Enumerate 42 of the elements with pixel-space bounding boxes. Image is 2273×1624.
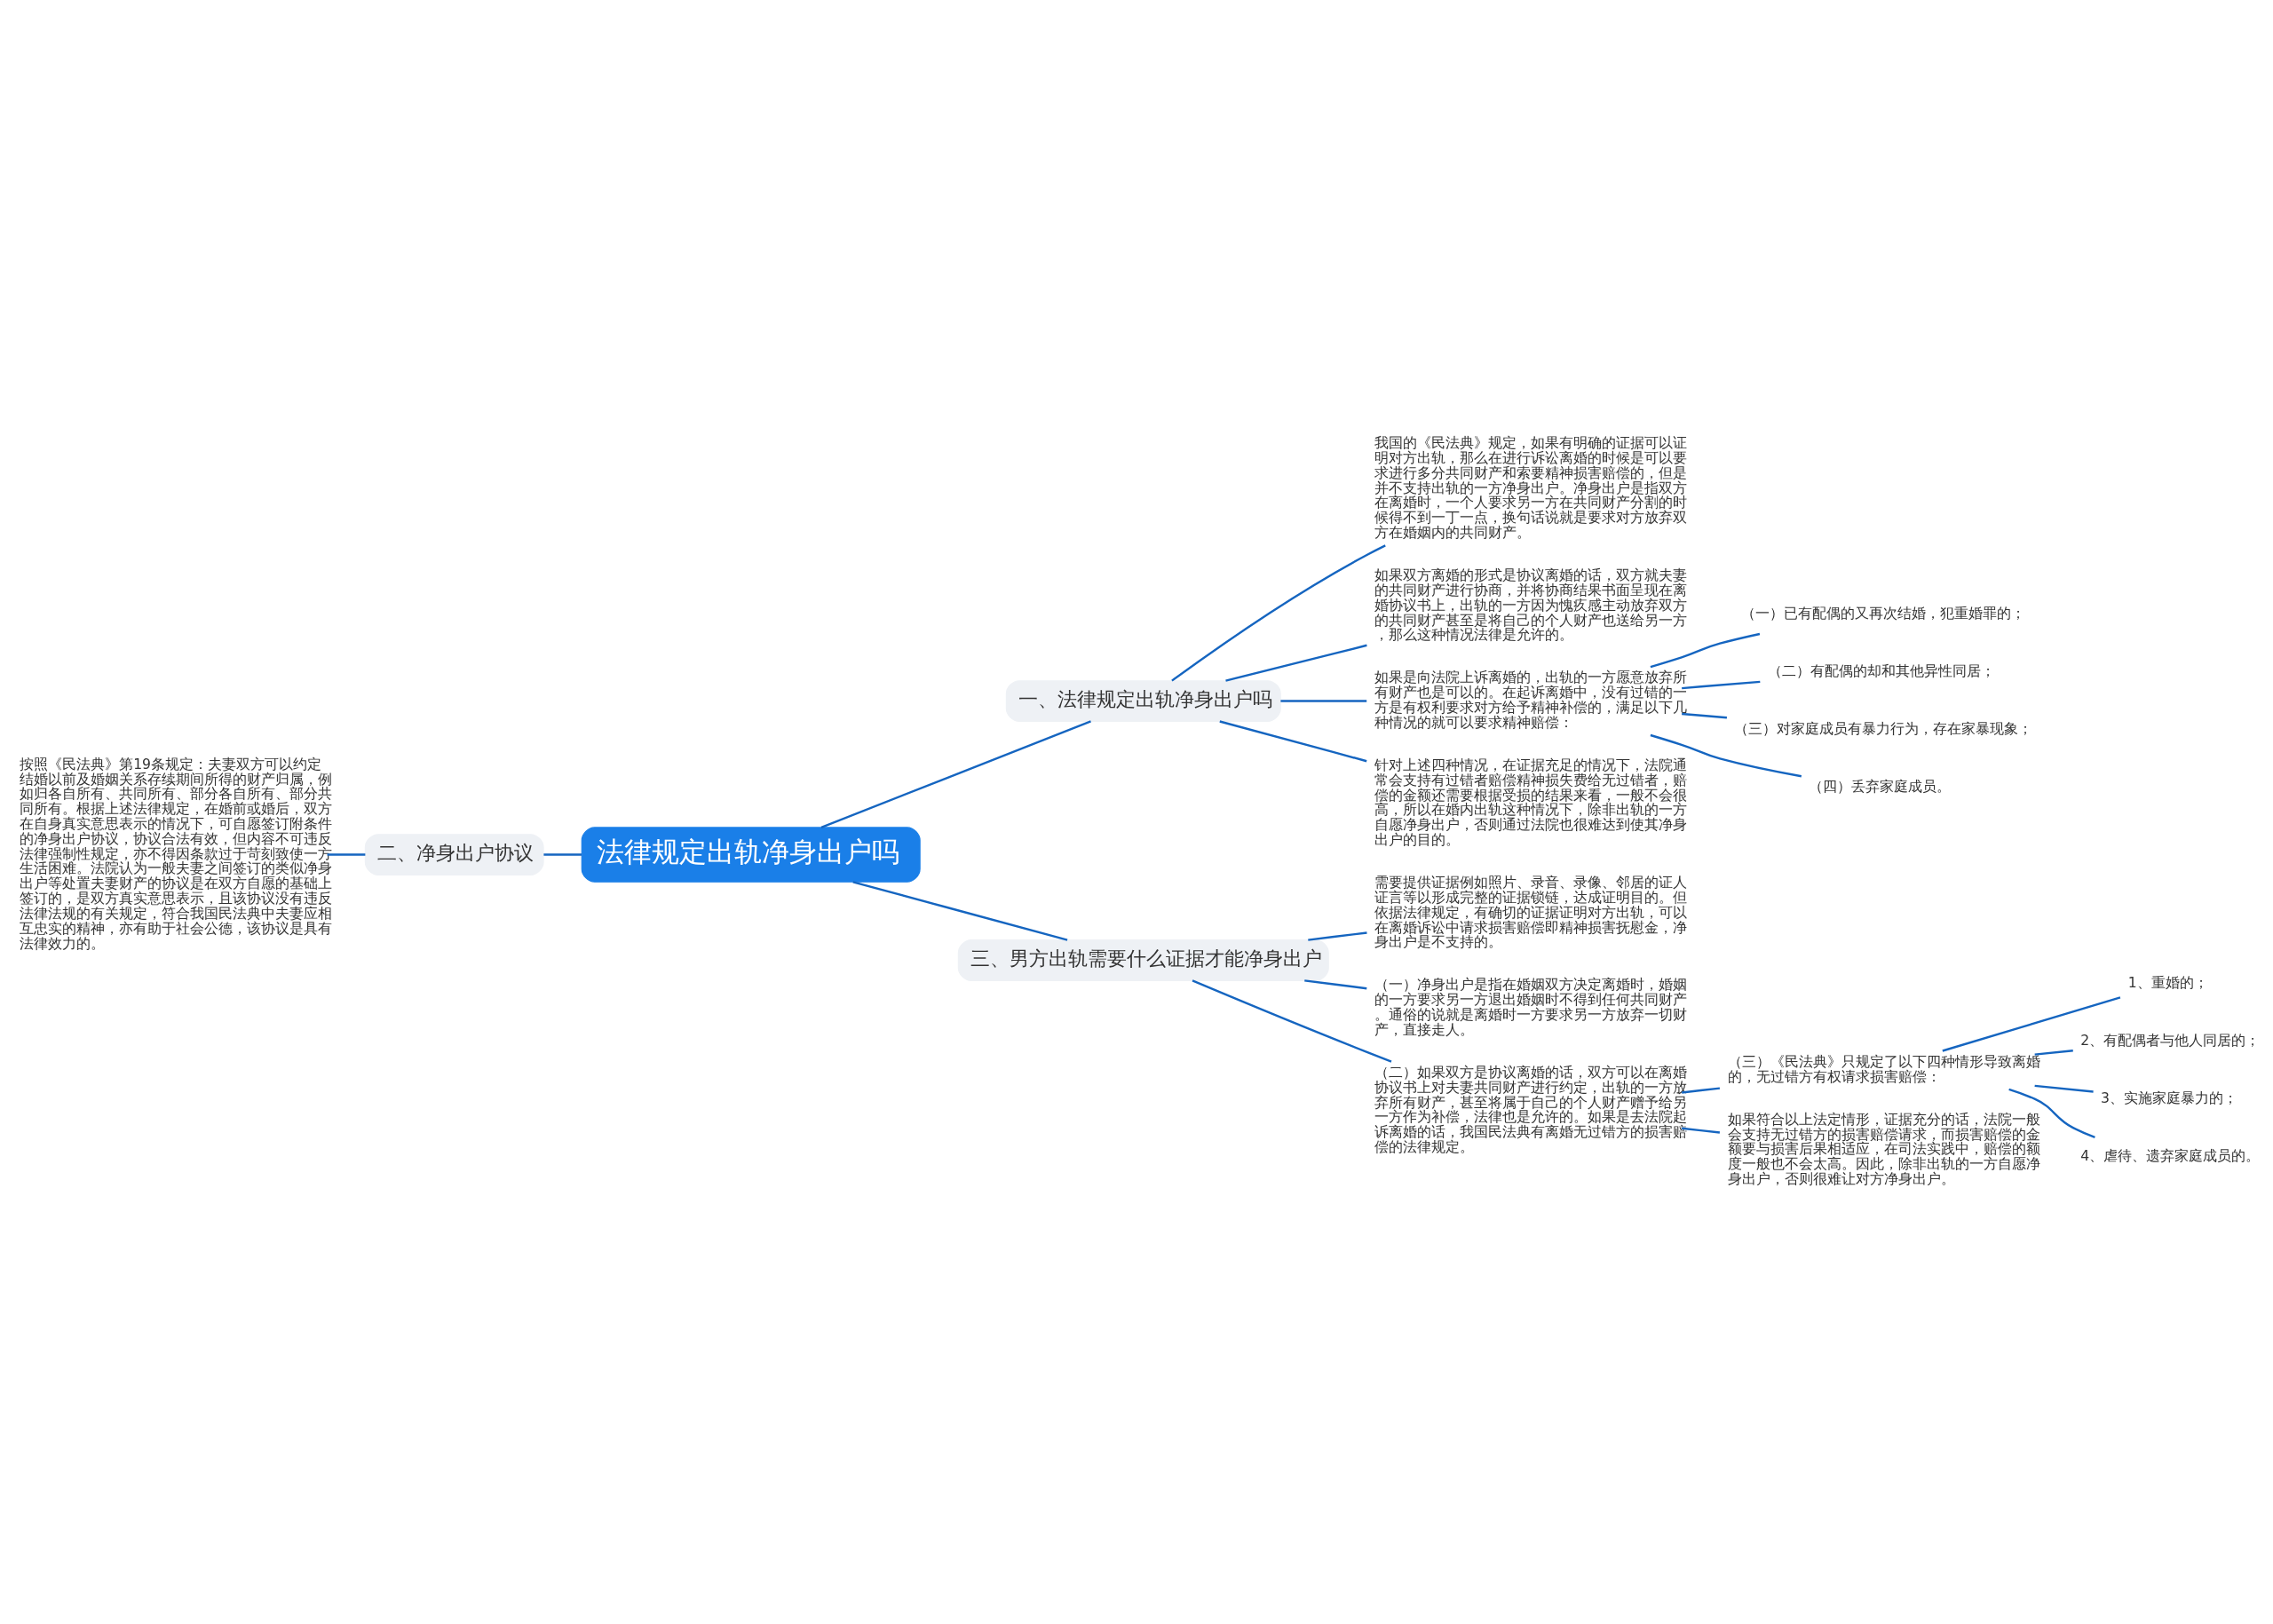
- node-text: 3、实施家庭暴力的；: [2101, 1089, 2237, 1106]
- node-text: 1、重婚的；: [2127, 975, 2208, 992]
- node-text: 我国的《民法典》规定，如果有明确的证据可以证明对方出轨，那么在进行诉讼离婚的时候是可以要求进行多分共同财产和索要精神损害赔偿的，但是并不支持出轨的一方净身出户。净身出户是指双方在离婚时，一个人要求另一方在共同财产分割的时候得不到一丁一点，换句话说就是要求对方放弃双方在婚姻内的共同财产。: [1374, 435, 1687, 542]
- connector: [1192, 979, 1392, 1063]
- connector: [1171, 544, 1386, 682]
- connector: [1225, 644, 1367, 682]
- connector: [1682, 712, 1727, 719]
- node-text: 4、虐待、遗弃家庭成员的。: [2080, 1147, 2261, 1164]
- connector: [1650, 632, 1761, 669]
- node-text: （四）丢弃家庭成员。: [1809, 778, 1952, 795]
- node-text: 针对上述四种情况，在证据充足的情况下，法院通常会支持有过错者赔偿精神损失费给无过错者，赔偿的金额还需要根据受损的结果来看，一般不会很高，所以在婚内出轨这种情况下，除非出轨的一方自愿净身出户，否则通过法院也很难达到使其净身出户的目的。: [1374, 757, 1687, 849]
- node-text: （二）有配偶的却和其他异性同居；: [1768, 663, 1996, 680]
- connector: [1304, 979, 1367, 990]
- connector: [1682, 1087, 1721, 1094]
- connector: [820, 720, 1091, 828]
- connector: [1942, 996, 2121, 1052]
- connector: [1219, 720, 1367, 763]
- node-text: 如果符合以上法定情形，证据充分的话，法院一般会支持无过错方的损害赔偿请求，而损害赔偿的金额要与损害后果相适应，在司法实践中，赔偿的额度一般也不会太高。因此，除非出轨的一方自愿净身出户，否则很难让对方净身出户。: [1727, 1111, 2040, 1188]
- connector: [2008, 1088, 2095, 1139]
- node-box: 三、男方出轨需要什么证据才能净身出户: [957, 939, 1329, 981]
- connector: [2034, 1050, 2073, 1056]
- connector: [1650, 733, 1802, 778]
- node-text: （一）净身出户是指在婚姻双方决定离婚时，婚姻的一方要求另一方退出婚姻时不得到任何共同财产。通俗的说就是离婚时一方要求另一方放弃一切财产，直接走人。: [1374, 977, 1687, 1038]
- node-text: 如果是向法院上诉离婚的，出轨的一方愿意放弃所有财产也是可以的。在起诉离婚中，没有过错的一方是有权利要求对方给予精神补偿的，满足以下几种情况的就可以要求精神赔偿：: [1374, 669, 1687, 731]
- connector: [1308, 931, 1367, 941]
- node-text: （三）对家庭成员有暴力行为，存在家暴现象；: [1734, 721, 2033, 738]
- node-box: 法律规定出轨净身出户吗: [581, 827, 921, 883]
- node-text: 按照《民法典》第19条规定：夫妻双方可以约定结婚以前及婚姻关系存续期间所得的财产归属，例如归各自所有、共同所有、部分各自所有、部分共同所有。根据上述法律规定，在婚前或婚后，双方在自身真实意思表示的情况下，可自愿签订附条件的净身出户协议，协议合法有效，但内容不可违反法律强制性规定，亦不得因条款过于苛刻致使一方生活困难。法院认为一般夫妻之间签订的类似净身出户等处置夫妻财产的协议是在双方自愿的基础上签订的，是双方真实意思表示，且该协议没有违反法律法规的有关规定，符合我国民法典中夫妻应相互忠实的精神，亦有助于社会公德，该协议是具有法律效力的。: [20, 756, 333, 952]
- connector: [543, 853, 582, 856]
- node-text: （三）《民法典》只规定了以下四种情形导致离婚的，无过错方有权请求损害赔偿：: [1727, 1053, 2040, 1085]
- node-text: 需要提供证据例如照片、录音、录像、邻居的证人证言等以形成完整的证据锁链，达成证明目的。但依据法律规定，有确切的证据证明对方出轨，可以在离婚诉讼中请求损害赔偿即精神损害抚慰金，净身出户是不支持的。: [1374, 875, 1687, 951]
- connector: [2034, 1084, 2094, 1093]
- connector: [1280, 700, 1367, 702]
- node-box: 二、净身出户协议: [364, 834, 544, 875]
- node-text: 2、有配偶者与他人同居的；: [2080, 1032, 2261, 1049]
- connector: [1682, 1127, 1721, 1134]
- node-text: 如果双方离婚的形式是协议离婚的话，双方就夫妻的共同财产进行协商，并将协商结果书面呈现在离婚协议书上，出轨的一方因为愧疚感主动放弃双方的共同财产甚至是将自己的个人财产也送给另一方，那么这种情况法律是允许的。: [1374, 567, 1687, 644]
- connector: [1682, 680, 1761, 690]
- connector: [327, 853, 366, 856]
- connector: [852, 881, 1068, 941]
- node-box: 一、法律规定出轨净身出户吗: [1005, 680, 1281, 722]
- node-text: （一）已有配偶的又再次结婚，犯重婚罪的；: [1740, 606, 2025, 622]
